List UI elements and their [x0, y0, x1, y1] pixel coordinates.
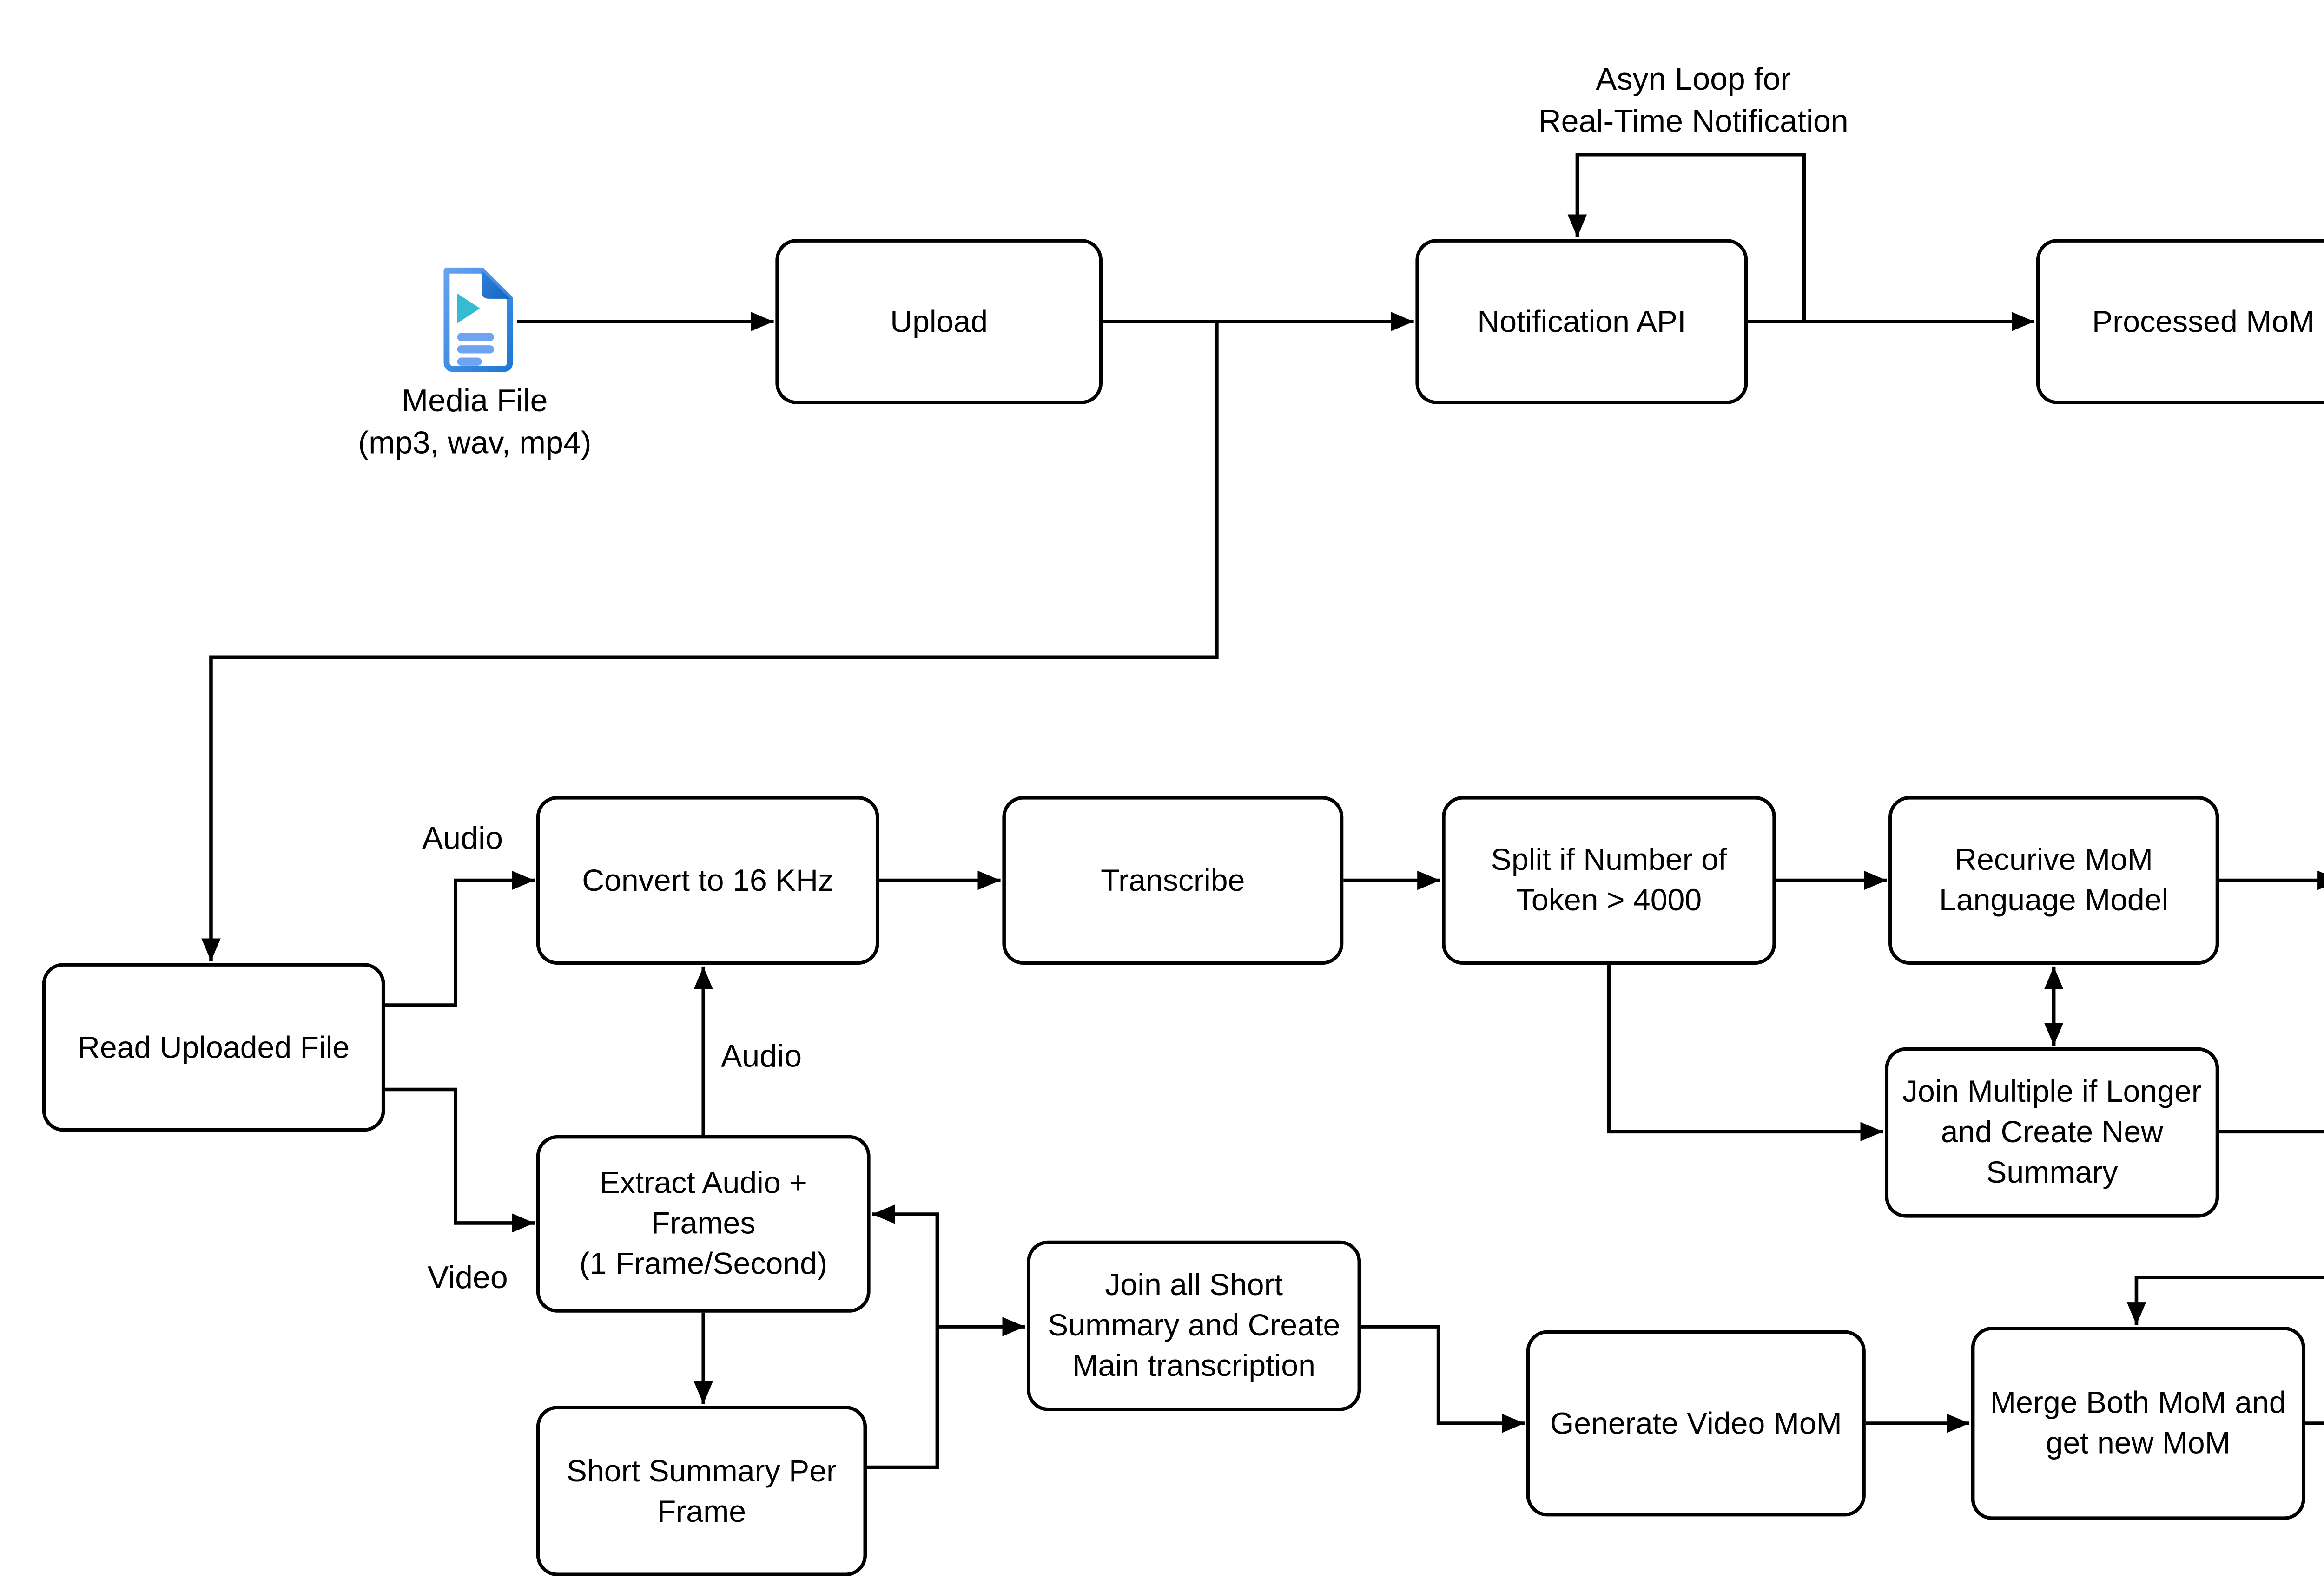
node-upload: Upload [775, 239, 1103, 404]
node-transcribe-label: Transcribe [1101, 862, 1245, 897]
edge-short-summary-loop-to-extract [867, 1204, 939, 1469]
node-read-uploaded-file: Read Uploaded File [42, 963, 385, 1132]
edge-split-to-join-multiple [1607, 965, 1883, 1142]
media-file-icon [433, 267, 517, 373]
node-processed-mom: Processed MoM [2036, 239, 2324, 404]
node-join-all-short-label: Join all Short Summary and Create Main t… [1048, 1267, 1340, 1383]
edge-read-uploaded-file-to-convert-audio [385, 870, 535, 1007]
node-notification-api-label: Notification API [1477, 303, 1686, 338]
node-generate-video-mom-label: Generate Video MoM [1550, 1405, 1842, 1440]
node-convert-16khz: Convert to 16 KHz [536, 796, 879, 965]
edge-read-uploaded-file-to-extract-video [385, 1087, 535, 1233]
node-short-summary-label: Short Summary Per Frame [566, 1452, 837, 1528]
node-join-all-short-summary: Join all Short Summary and Create Main t… [1027, 1240, 1361, 1411]
node-join-multiple-label: Join Multiple if Longer and Create New S… [1902, 1073, 2202, 1190]
node-merge-both-mom: Merge Both MoM and get new MoM [1971, 1327, 2305, 1520]
node-extract-audio-frames: Extract Audio + Frames (1 Frame/Second) [536, 1135, 871, 1313]
edge-join-all-short-to-generate-video-mom [1361, 1325, 1525, 1433]
node-read-uploaded-file-label: Read Uploaded File [78, 1029, 350, 1064]
node-split-token: Split if Number of Token > 4000 [1442, 796, 1776, 965]
label-audio-to-convert: Audio [422, 820, 503, 856]
node-convert-16khz-label: Convert to 16 KHz [582, 862, 834, 897]
node-transcribe: Transcribe [1002, 796, 1344, 965]
label-audio-from-extract: Audio [720, 1038, 802, 1074]
node-short-summary-per-frame: Short Summary Per Frame [536, 1406, 867, 1577]
node-merge-both-mom-label: Merge Both MoM and get new MoM [1990, 1384, 2286, 1460]
node-recursive-mom-label: Recurive MoM Language Model [1939, 842, 2169, 917]
node-notification-api: Notification API [1415, 239, 1748, 404]
node-processed-mom-label: Processed MoM [2092, 303, 2315, 338]
node-recursive-mom-language-model: Recurive MoM Language Model [1888, 796, 2219, 965]
node-generate-video-mom: Generate Video MoM [1526, 1330, 1866, 1517]
node-split-token-label: Split if Number of Token > 4000 [1491, 842, 1727, 917]
node-upload-label: Upload [890, 303, 988, 338]
label-asyn-loop: Asyn Loop for Real-Time Notification [1538, 61, 1849, 139]
edge-merge-both-mom-to-generated-summary [2305, 1421, 2324, 1425]
label-video-to-extract: Video [427, 1260, 508, 1295]
node-join-multiple: Join Multiple if Longer and Create New S… [1885, 1047, 2219, 1218]
node-extract-audio-frames-label: Extract Audio + Frames (1 Frame/Second) [579, 1165, 828, 1281]
label-media-file-caption: Media File (mp3, wav, mp4) [358, 383, 592, 460]
